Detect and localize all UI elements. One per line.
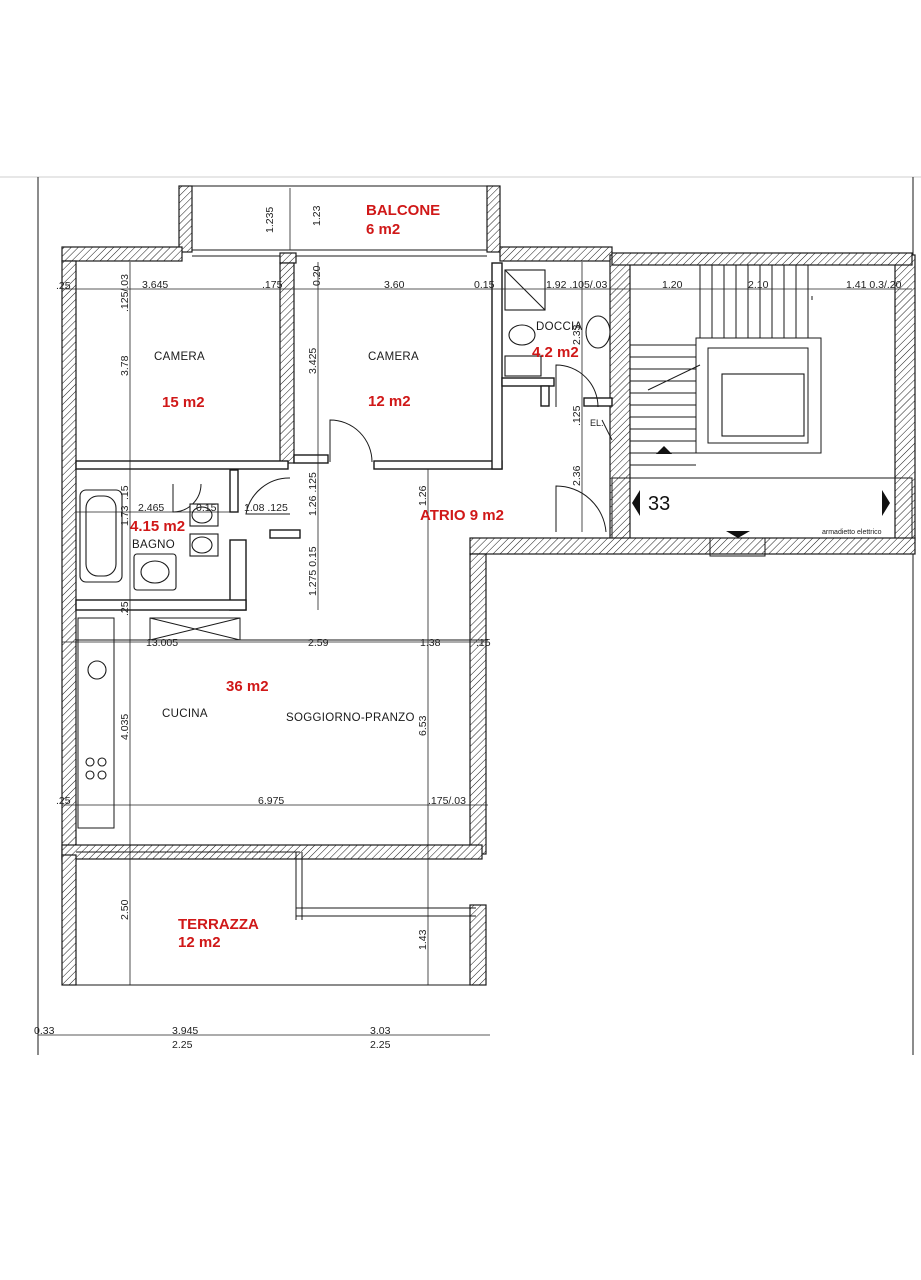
dim-label: 1.23: [311, 205, 323, 226]
dim-label: 13.005: [146, 637, 178, 649]
stair-number: 33: [648, 493, 670, 515]
internal-walls: [75, 262, 613, 641]
dim-label: 0.33: [34, 1025, 55, 1037]
dimension-labels: 3.645 .175 0.20 3.60 0.15 1.92 .105/.03 …: [34, 205, 902, 1051]
dimension-lines: [38, 262, 912, 1036]
dim-label: 6.53: [417, 715, 429, 736]
balcone-structure: [178, 185, 501, 257]
balcone-name: BALCONE: [366, 202, 440, 219]
bagno-name: BAGNO: [132, 539, 175, 551]
dim-label: 1.92 .105/.03: [546, 279, 607, 291]
dim-label: 1.43: [417, 929, 429, 950]
dim-label: 1.26: [417, 485, 429, 506]
doccia-area: 4.2 m2: [532, 344, 579, 361]
stairwell: [611, 265, 913, 557]
dim-label: .175/.03: [428, 795, 466, 807]
dim-label: 2.465: [138, 502, 164, 514]
terrazza-name: TERRAZZA: [178, 916, 259, 933]
dim-label: 2.36: [571, 465, 583, 486]
dim-label: 3.03: [370, 1025, 391, 1037]
arrow-down-icon: [726, 531, 750, 538]
terrazza-structure: [62, 851, 486, 986]
dim-label: .25: [56, 280, 71, 292]
dim-label: 1.38: [420, 637, 441, 649]
dim-label: 6.975: [258, 795, 284, 807]
camera-1-name: CAMERA: [154, 351, 205, 363]
camera-2-name: CAMERA: [368, 351, 419, 363]
dim-label: .125/.03: [119, 274, 131, 312]
doccia-sink: [585, 315, 611, 349]
dim-label: 1.26 .125: [307, 472, 319, 516]
outer-walls: [61, 246, 916, 986]
camera-2-area: 12 m2: [368, 393, 411, 410]
dim-label: 1.73: [119, 505, 131, 526]
dim-label: 3.645: [142, 279, 168, 291]
dim-label: 2.33: [571, 324, 583, 345]
room-labels: BALCONE 6 m2 CAMERA 15 m2 CAMERA 12 m2 D…: [130, 202, 882, 951]
dim-label: 0.20: [311, 265, 323, 286]
cabinet-label: armadietto elettrico: [822, 529, 882, 536]
bagno-area: 4.15 m2: [130, 518, 185, 535]
bagno-wc: [191, 506, 213, 524]
camera-1-area: 15 m2: [162, 394, 205, 411]
arrow-up-icon: [656, 446, 672, 454]
dim-label: 1.08 .125: [244, 502, 288, 514]
balcone-area: 6 m2: [366, 221, 400, 238]
atrio-label: ATRIO 9 m2: [420, 507, 504, 524]
doccia-name: DOCCIA: [536, 321, 583, 333]
bagno-bidet: [191, 536, 213, 554]
kitchen-counter: [77, 617, 115, 829]
dim-label: 3.60: [384, 279, 405, 291]
soggiorno-area: 36 m2: [226, 678, 269, 695]
arrow-left-icon: [632, 490, 640, 516]
dim-label: 3.945: [172, 1025, 198, 1037]
kitchen-sink: [87, 660, 107, 680]
dim-label: 4.035: [119, 714, 131, 740]
dim-label: .25: [56, 795, 71, 807]
dim-label: .15: [476, 637, 491, 649]
dim-label: 2.50: [119, 899, 131, 920]
soggiorno-name: SOGGIORNO-PRANZO: [286, 712, 415, 724]
dim-label: 1.41 0.3/.20: [846, 279, 902, 291]
doccia-wc: [508, 324, 536, 346]
arrow-right-icon: [882, 490, 890, 516]
cucina-name: CUCINA: [162, 708, 208, 720]
dim-label: 3.425: [307, 348, 319, 374]
fixtures: [77, 269, 611, 829]
dim-label: .125: [571, 405, 583, 426]
doors: [172, 364, 613, 533]
dim-label: 0.15: [474, 279, 495, 291]
hob-burner: [85, 757, 95, 767]
dim-label: 2.25: [172, 1039, 193, 1051]
dim-label: .15: [119, 485, 131, 500]
dim-label: 1.275 0.15: [307, 546, 319, 596]
dim-label: 0.15: [196, 502, 217, 514]
el-label: EL.: [590, 418, 604, 428]
dim-label: 2.59: [308, 637, 329, 649]
dim-label: .175: [262, 279, 283, 291]
dim-label: 2.10: [748, 279, 769, 291]
dim-label: 1.235: [264, 207, 276, 233]
dim-label: .25: [119, 601, 131, 616]
dim-label: 1.20: [662, 279, 683, 291]
dim-label: 2.25: [370, 1039, 391, 1051]
dim-label: 3.78: [119, 355, 131, 376]
terrazza-area: 12 m2: [178, 934, 221, 951]
